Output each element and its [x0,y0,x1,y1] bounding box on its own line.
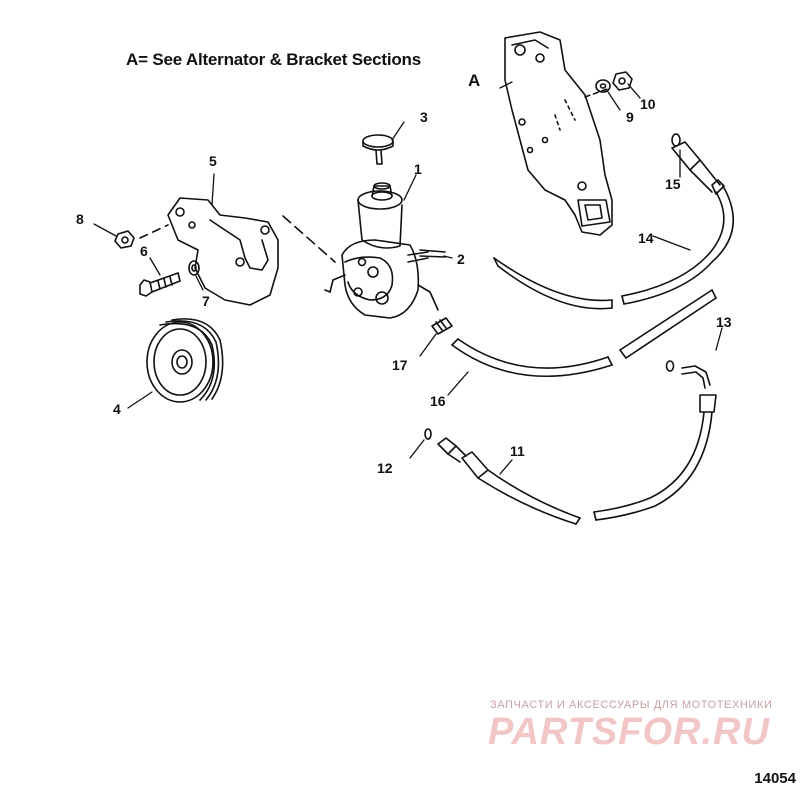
callout-9: 9 [626,109,634,125]
washer-7 [188,260,200,276]
callout-5: 5 [209,153,217,169]
callout-3: 3 [420,109,428,125]
pulley-4 [146,318,224,403]
alternator-bracket-a [504,31,613,236]
callout-7: 7 [202,293,210,309]
hose-11 [424,428,581,525]
mounting-bracket-5 [139,197,336,306]
hose-section-upper [493,257,613,310]
callout-1: 1 [414,161,422,177]
callout-2: 2 [457,251,465,267]
fitting-17 [431,317,453,335]
reservoir-cap-3 [362,134,394,165]
callout-4: 4 [113,401,121,417]
leader-lines [93,81,723,475]
fitting-2 [419,249,446,258]
hose-14 [621,141,735,305]
callout-12: 12 [377,460,393,476]
callout-16: 16 [430,393,446,409]
callout-6: 6 [140,243,148,259]
callout-11: 11 [510,443,525,459]
nut-10 [612,71,633,91]
nut-8 [114,230,135,249]
hose-16 [451,289,717,378]
watermark-tagline: ЗАПЧАСТИ И АКСЕССУАРЫ ДЛЯ МОТОТЕХНИКИ [490,699,773,711]
hose-13 [593,360,717,521]
o-ring-15 [671,133,681,147]
figure-number: 14054 [754,770,796,787]
bolt-6 [139,272,181,297]
callout-10: 10 [640,96,656,112]
callout-a: A [468,71,481,90]
washer-9 [595,79,611,93]
callout-13: 13 [716,314,732,330]
callout-17: 17 [392,357,408,373]
callout-15: 15 [665,176,681,192]
power-steering-pump-1 [324,182,439,319]
callout-8: 8 [76,211,84,227]
caption: A= See Alternator & Bracket Sections [126,50,421,69]
callout-14: 14 [638,230,654,246]
watermark-logo: PARTSFOR.RU [488,711,770,753]
